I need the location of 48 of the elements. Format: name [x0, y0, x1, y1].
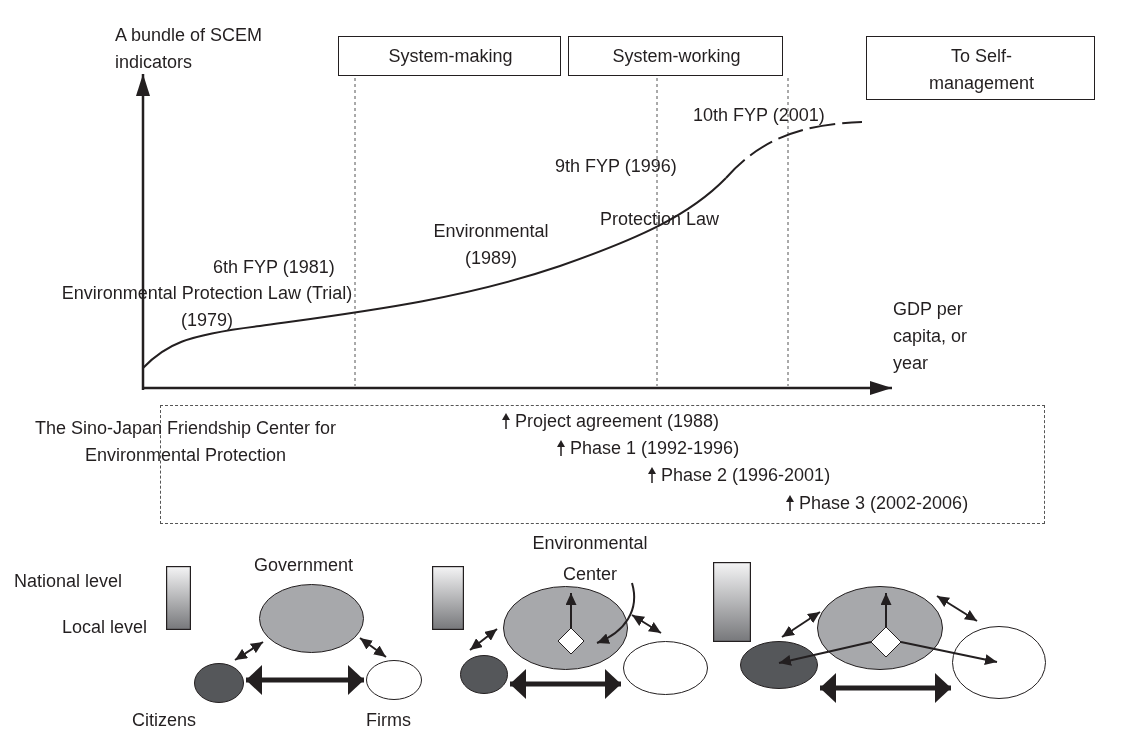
text-label: GDP per capita, or year [893, 298, 969, 375]
ellipse-node [817, 586, 943, 670]
arrow [510, 669, 621, 699]
stage-label: System-working [611, 45, 742, 68]
ellipse-node [623, 641, 708, 695]
diamond-node [871, 627, 901, 657]
phase-label: Project agreement (1988) [515, 410, 720, 433]
phase-label: Phase 2 (1996-2001) [661, 464, 831, 487]
phase-label: Phase 3 (2002-2006) [799, 492, 969, 515]
text-label: Local level [60, 616, 147, 639]
stage-label: System-making [387, 45, 514, 68]
arrow [631, 614, 662, 634]
stage-box [866, 36, 1095, 100]
arrow [234, 641, 264, 661]
arrow [359, 637, 387, 658]
level-gradient-bar [713, 562, 751, 642]
text-label: 9th FYP (1996) [555, 155, 677, 178]
node-label: Citizens [132, 709, 197, 729]
text-label: Environmental (1989) [432, 220, 550, 270]
stage-label: To Self-management [927, 45, 1036, 95]
level-gradient-bar [432, 566, 464, 630]
node-label: Firms [366, 709, 411, 729]
arrow [565, 592, 577, 630]
arrow [900, 641, 998, 665]
phase-label: Phase 1 (1992-1996) [570, 437, 740, 460]
ellipse-node [952, 626, 1046, 699]
stage-box [338, 36, 561, 76]
arrow [246, 665, 364, 695]
text-label: National level [14, 570, 123, 593]
stage-box [568, 36, 783, 76]
level-gradient-bar [166, 566, 191, 630]
arrow [781, 611, 821, 638]
arrow [936, 595, 978, 622]
arrow [778, 641, 872, 666]
node-label: Government [254, 554, 354, 577]
diamond-node [558, 628, 584, 654]
ellipse-node [460, 655, 508, 694]
text-label: A bundle of SCEM indicators [115, 24, 264, 74]
arrow [469, 628, 498, 651]
ellipse-node [740, 641, 818, 689]
callout-text: Environmental Center [520, 528, 660, 584]
text-label: The Sino-Japan Friendship Center for Environmental Protection [33, 417, 338, 467]
leader-arrow [596, 582, 636, 644]
text-label: 10th FYP (2001) [693, 104, 825, 127]
arrow [880, 592, 892, 628]
ellipse-node [503, 586, 628, 670]
arrow [820, 673, 951, 703]
text-label: 6th FYP (1981) [213, 256, 335, 279]
